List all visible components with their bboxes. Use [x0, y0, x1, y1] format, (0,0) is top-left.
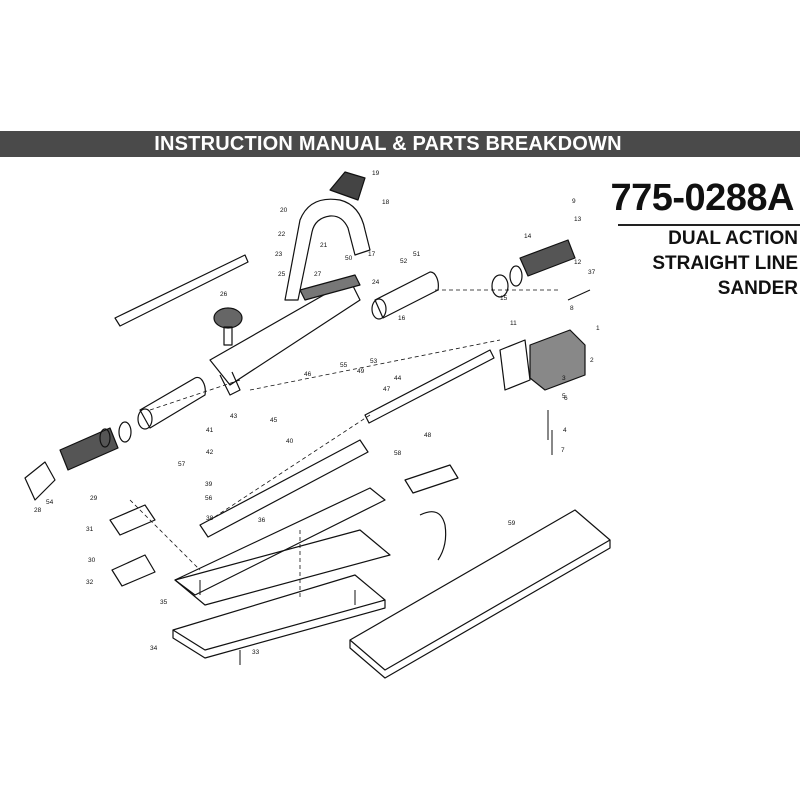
left-strip	[114, 254, 249, 327]
part-number-38: 38	[206, 515, 214, 522]
part-number-12: 12	[574, 259, 582, 266]
right-rotor	[519, 239, 576, 277]
part-number-57: 57	[178, 461, 186, 468]
part-number-33: 33	[252, 649, 260, 656]
part-number-29: 29	[90, 495, 98, 502]
valve-block	[529, 329, 586, 391]
part-number-55: 55	[340, 362, 348, 369]
part-number-22: 22	[278, 231, 286, 238]
part-number-2: 2	[590, 357, 594, 364]
base-plate	[349, 509, 611, 671]
part-number-19: 19	[372, 170, 380, 177]
handle	[284, 198, 371, 301]
product-line-2: STRAIGHT LINE	[652, 253, 798, 274]
part-number-46: 46	[304, 371, 312, 378]
part-number-53: 53	[370, 358, 378, 365]
part-number-15: 15	[500, 295, 508, 302]
left-rotor	[59, 427, 119, 471]
part-number-27: 27	[314, 271, 322, 278]
body-housing	[209, 279, 361, 386]
part-number-11: 11	[510, 320, 517, 327]
part-number-36: 36	[258, 517, 266, 524]
spring-clip	[419, 511, 447, 561]
part-number-34: 34	[150, 645, 158, 652]
part-number-20: 20	[280, 207, 288, 214]
part-number-3: 3	[562, 375, 566, 382]
upper-rail	[364, 349, 495, 424]
part-number-40: 40	[286, 438, 294, 445]
part-number-25: 25	[278, 271, 286, 278]
part-number-59: 59	[508, 520, 516, 527]
part-number-58: 58	[394, 450, 402, 457]
part-number-13: 13	[574, 216, 582, 223]
part-number-1: 1	[596, 325, 600, 332]
title-banner: INSTRUCTION MANUAL & PARTS BREAKDOWN	[0, 131, 800, 157]
left-endplate	[24, 461, 56, 501]
part-number-50: 50	[345, 255, 353, 262]
carrier-plate	[174, 487, 386, 596]
product-line-1: DUAL ACTION	[668, 228, 798, 249]
part-number-43: 43	[230, 413, 238, 420]
part-number-47: 47	[383, 386, 391, 393]
clamp-32	[111, 554, 156, 587]
part-number-35: 35	[160, 599, 168, 606]
clamp-31	[109, 504, 156, 536]
part-number-8: 8	[570, 305, 574, 312]
linkage-bar	[199, 439, 369, 538]
part-number-41: 41	[206, 427, 214, 434]
part-number-48: 48	[424, 432, 432, 439]
part-number-49: 49	[357, 368, 365, 375]
part-number-32: 32	[86, 579, 94, 586]
right-clamp	[404, 464, 459, 494]
model-underline	[618, 224, 800, 226]
part-number-4: 4	[563, 427, 567, 434]
part-number-37: 37	[588, 269, 596, 276]
part-number-51: 51	[413, 251, 421, 258]
gasket	[499, 339, 531, 391]
part-number-44: 44	[394, 375, 402, 382]
product-line-3: SANDER	[717, 278, 798, 299]
part-number-28: 28	[34, 507, 42, 514]
part-number-18: 18	[382, 199, 390, 206]
part-number-24: 24	[372, 279, 380, 286]
part-number-labels: 1234567891112131415161718192021222324252…	[34, 170, 600, 656]
part-number-31: 31	[86, 526, 94, 533]
part-number-23: 23	[275, 251, 283, 258]
part-number-7: 7	[561, 447, 565, 454]
part-number-39: 39	[205, 481, 213, 488]
part-number-16: 16	[398, 315, 406, 322]
part-number-9: 9	[572, 198, 576, 205]
part-number-5: 5	[562, 393, 566, 400]
top-plate	[299, 274, 361, 301]
part-number-45: 45	[270, 417, 278, 424]
model-number: 775-0288A	[610, 177, 794, 219]
part-number-21: 21	[320, 242, 328, 249]
motor-cylinder-left	[139, 376, 206, 429]
handle-guard	[329, 171, 366, 201]
knob	[213, 307, 243, 329]
part-number-17: 17	[368, 251, 376, 258]
banner-title: INSTRUCTION MANUAL & PARTS BREAKDOWN	[154, 132, 622, 155]
part-number-6: 6	[564, 395, 568, 402]
motor-cylinder-right	[374, 271, 439, 319]
pad-upper	[174, 529, 391, 606]
part-number-42: 42	[206, 449, 214, 456]
part-number-52: 52	[400, 258, 408, 265]
part-number-30: 30	[88, 557, 96, 564]
part-number-14: 14	[524, 233, 532, 240]
part-number-54: 54	[46, 499, 54, 506]
exploded-parts-diagram: 1234567891112131415161718192021222324252…	[24, 170, 611, 679]
part-number-26: 26	[220, 291, 228, 298]
part-number-56: 56	[205, 495, 213, 502]
